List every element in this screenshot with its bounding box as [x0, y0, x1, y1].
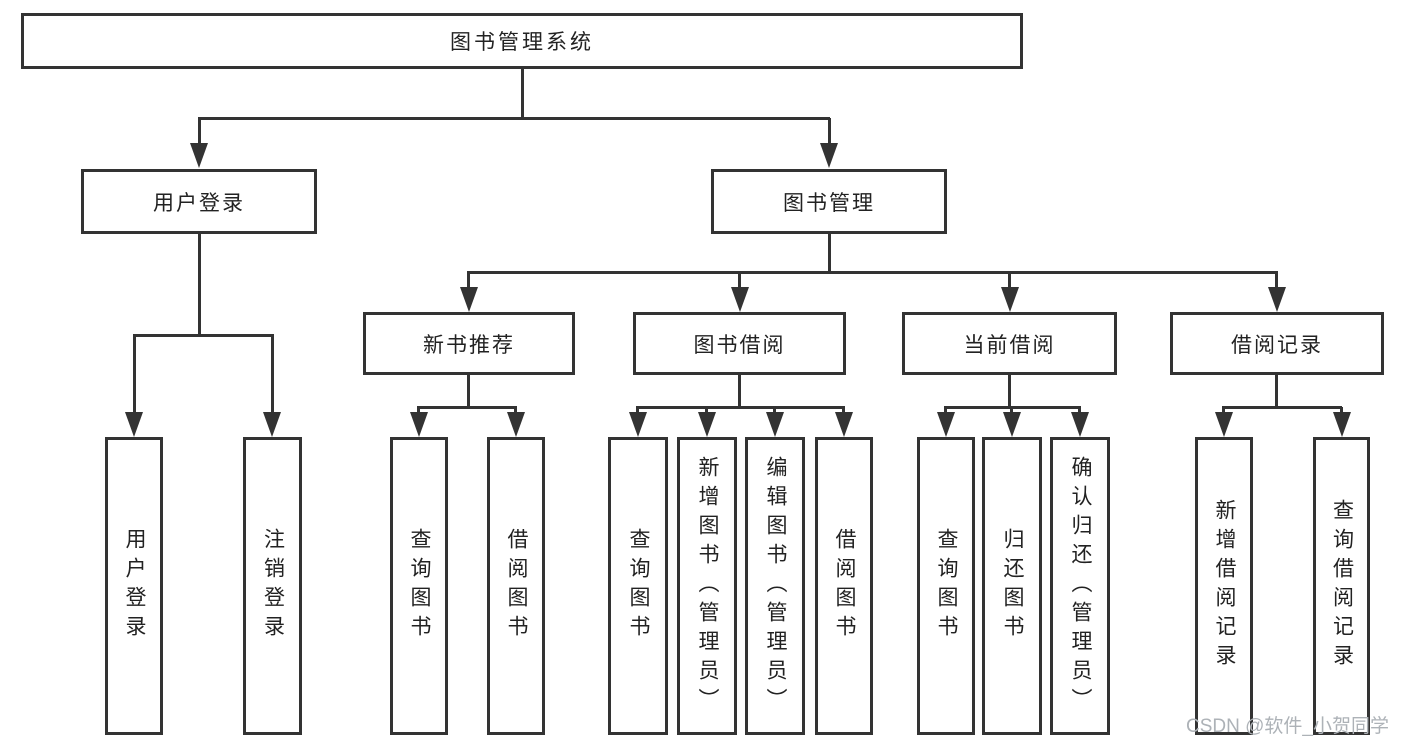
- connector-borrow-records-bar: [1222, 406, 1342, 409]
- connector-to-borrow-records: [1275, 272, 1278, 288]
- connector-leaf-stub: [773, 407, 776, 413]
- arrow-down-icon: [190, 143, 208, 168]
- leaf-return-books: 归还图书: [982, 437, 1042, 735]
- arrow-down-icon: [1003, 412, 1021, 437]
- connector-to-leaf-logout: [271, 335, 274, 412]
- connector-leaf-stub: [1010, 407, 1013, 413]
- connector-leaf-stub: [1340, 407, 1343, 413]
- arrow-down-icon: [1268, 287, 1286, 312]
- connector-current-borrowing-stem: [1008, 375, 1011, 408]
- connector-leaf-stub: [514, 407, 517, 413]
- connector-leaf-stub: [417, 407, 420, 413]
- leaf-confirm-return-admin: 确认归还（管理员）: [1050, 437, 1110, 735]
- leaf-label: 归还图书: [1001, 528, 1024, 644]
- arrow-down-icon: [766, 412, 784, 437]
- arrow-down-icon: [698, 412, 716, 437]
- connector-to-leaf-user-login: [133, 335, 136, 412]
- connector-leaf-stub: [1222, 407, 1225, 413]
- node-current-borrowing: 当前借阅: [902, 312, 1117, 375]
- leaf-label: 确认归还（管理员）: [1069, 455, 1092, 717]
- arrow-down-icon: [507, 412, 525, 437]
- node-book-borrowing: 图书借阅: [633, 312, 846, 375]
- connector-leaf-stub: [842, 407, 845, 413]
- leaf-label: 查询借阅记录: [1330, 499, 1354, 673]
- connector-book-management-stem: [828, 234, 831, 273]
- leaf-label: 借阅图书: [833, 528, 856, 644]
- arrow-down-icon: [460, 287, 478, 312]
- connector-leaf-stub: [636, 407, 639, 413]
- arrow-down-icon: [410, 412, 428, 437]
- leaf-borrow-books-2: 借阅图书: [815, 437, 873, 735]
- node-root: 图书管理系统: [21, 13, 1023, 69]
- arrow-down-icon: [731, 287, 749, 312]
- leaf-logout: 注销登录: [243, 437, 302, 735]
- node-new-book-recommend: 新书推荐: [363, 312, 575, 375]
- connector-user-login-stem: [198, 234, 201, 336]
- leaf-label: 查询图书: [935, 528, 958, 644]
- connector-to-current-borrowing: [1008, 272, 1011, 288]
- connector-book-borrowing-stem: [738, 375, 741, 408]
- leaf-label: 编辑图书（管理员）: [764, 455, 787, 717]
- leaf-label: 注销登录: [261, 528, 285, 644]
- connector-user-login-bar: [133, 334, 274, 337]
- node-book-management: 图书管理: [711, 169, 947, 234]
- leaf-borrow-books-1: 借阅图书: [487, 437, 545, 735]
- arrow-down-icon: [1215, 412, 1233, 437]
- connector-to-book-management: [828, 118, 831, 145]
- arrow-down-icon: [629, 412, 647, 437]
- leaf-label: 新增借阅记录: [1213, 499, 1236, 673]
- leaf-query-books-2: 查询图书: [608, 437, 668, 735]
- connector-root-stem: [521, 69, 524, 119]
- arrow-down-icon: [1071, 412, 1089, 437]
- connector-leaf-stub: [1078, 407, 1081, 413]
- arrow-down-icon: [835, 412, 853, 437]
- connector-book-borrowing-bar: [636, 406, 845, 409]
- arrow-down-icon: [1001, 287, 1019, 312]
- leaf-label: 用户登录: [123, 528, 146, 644]
- csdn-watermark: CSDN @软件_小贺同学: [1186, 716, 1389, 737]
- arrow-down-icon: [820, 143, 838, 168]
- leaf-add-books-admin: 新增图书（管理员）: [677, 437, 737, 735]
- leaf-query-borrow-record: 查询借阅记录: [1313, 437, 1370, 735]
- leaf-label: 新增图书（管理员）: [696, 455, 719, 717]
- arrow-down-icon: [937, 412, 955, 437]
- node-user-login: 用户登录: [81, 169, 317, 234]
- connector-new-book-recommend-bar: [417, 406, 517, 409]
- arrow-down-icon: [125, 412, 143, 437]
- leaf-label: 借阅图书: [505, 528, 528, 644]
- connector-borrow-records-stem: [1275, 375, 1278, 408]
- leaf-query-books-3: 查询图书: [917, 437, 975, 735]
- connector-leaf-stub: [944, 407, 947, 413]
- node-borrow-records: 借阅记录: [1170, 312, 1384, 375]
- connector-new-book-recommend-stem: [467, 375, 470, 408]
- connector-root-bar: [198, 117, 830, 120]
- connector-to-new-book-recommend: [467, 272, 470, 288]
- connector-to-user-login: [198, 118, 201, 145]
- leaf-edit-books-admin: 编辑图书（管理员）: [745, 437, 805, 735]
- connector-to-book-borrowing: [738, 272, 741, 288]
- arrow-down-icon: [1333, 412, 1351, 437]
- connector-leaf-stub: [705, 407, 708, 413]
- leaf-label: 查询图书: [408, 528, 431, 644]
- leaf-query-books-1: 查询图书: [390, 437, 448, 735]
- leaf-label: 查询图书: [627, 528, 650, 644]
- leaf-user-login: 用户登录: [105, 437, 163, 735]
- leaf-add-borrow-record: 新增借阅记录: [1195, 437, 1253, 735]
- connector-book-management-bar: [467, 271, 1278, 274]
- arrow-down-icon: [263, 412, 281, 437]
